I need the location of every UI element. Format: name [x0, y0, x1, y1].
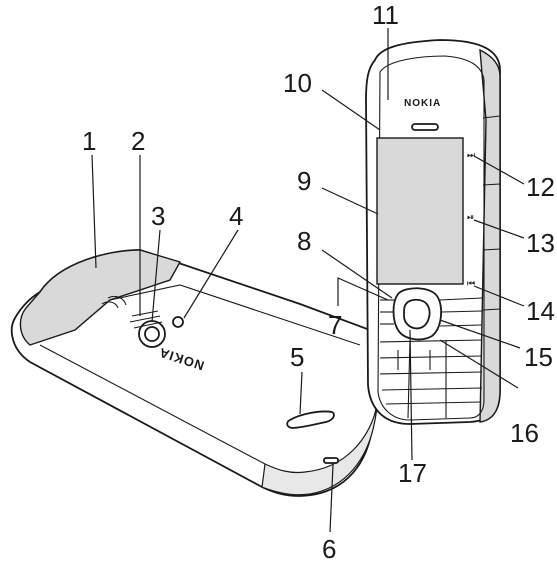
flash-icon — [173, 317, 183, 327]
callout-7: 7 — [328, 310, 342, 340]
camera-icon — [139, 321, 165, 347]
callout-9: 9 — [297, 166, 311, 196]
callout-15: 15 — [524, 342, 553, 372]
callout-6: 6 — [322, 534, 336, 564]
callout-10: 10 — [283, 68, 312, 98]
leader-1 — [92, 155, 96, 268]
brand-logo-front: NOKIA — [404, 98, 441, 109]
navigation-key — [394, 288, 442, 339]
phone-back-view: NOKIA — [12, 250, 383, 496]
callout-1: 1 — [82, 126, 96, 156]
callout-11: 11 — [372, 0, 399, 30]
display-screen — [377, 138, 463, 284]
next-track-icon: ⏭ — [467, 151, 475, 161]
earpiece-slot — [412, 124, 438, 130]
callout-17: 17 — [398, 458, 427, 488]
previous-track-icon: ⏮ — [467, 279, 475, 289]
callout-16: 16 — [510, 418, 539, 448]
callout-13: 13 — [526, 228, 555, 258]
callout-5: 5 — [290, 342, 304, 372]
callout-2: 2 — [131, 126, 145, 156]
play-pause-icon: ⏯ — [467, 213, 474, 223]
callout-4: 4 — [229, 201, 243, 231]
callout-8: 8 — [297, 226, 311, 256]
phone-front-view: ⏭ ⏯ ⏮ NOKIA — [366, 40, 500, 424]
callout-14: 14 — [526, 296, 555, 326]
callout-3: 3 — [151, 201, 165, 231]
callout-12: 12 — [526, 172, 555, 202]
charging-port-icon — [324, 458, 338, 463]
